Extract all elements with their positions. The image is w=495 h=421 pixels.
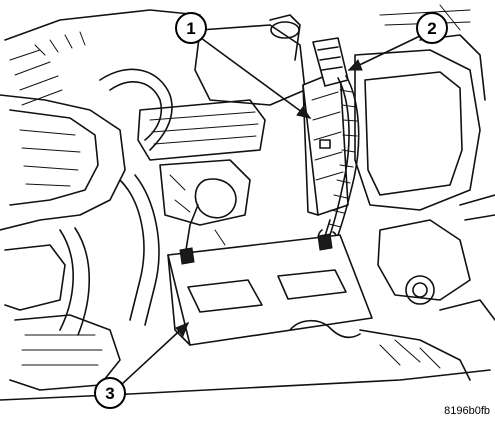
- arrowhead-3: [175, 322, 189, 337]
- leader-line-1: [200, 37, 311, 119]
- leader-line-3: [120, 322, 189, 386]
- callout-circle: [94, 377, 126, 409]
- callout-number: 3: [105, 384, 114, 403]
- callout-1: 1: [175, 12, 207, 44]
- callout-2: 2: [416, 12, 448, 44]
- callout-circle: [416, 12, 448, 44]
- arrowhead-2: [347, 59, 363, 71]
- leader-line-2: [348, 35, 421, 71]
- figure-code: 8196b0fb: [444, 405, 490, 417]
- battery: [167, 204, 373, 346]
- callout-number: 2: [427, 19, 436, 38]
- leader-lines: [120, 35, 421, 386]
- callout-number: 1: [186, 19, 195, 38]
- callout-circle: [175, 12, 207, 44]
- engine-bay-background: [0, 4, 495, 401]
- wiring-harness-connector: [312, 37, 360, 249]
- arrowhead-1: [296, 106, 312, 119]
- callout-3: 3: [94, 377, 126, 409]
